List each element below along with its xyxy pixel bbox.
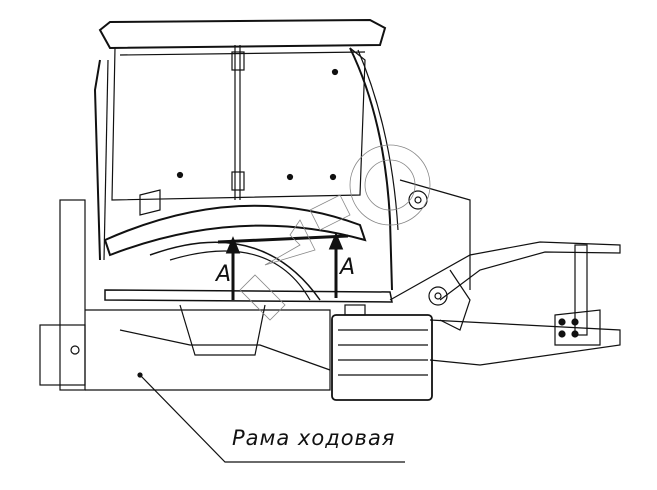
leader-line	[137, 372, 405, 463]
chassis-frame	[39, 179, 621, 391]
section-line-a-a	[217, 232, 349, 300]
fuel-tank	[331, 304, 433, 401]
section-mark-right: A	[340, 255, 356, 280]
cab	[93, 18, 399, 291]
part-caption: Рама ходовая	[232, 426, 396, 450]
watermark-logo	[239, 144, 431, 321]
section-mark-left: A	[216, 262, 232, 287]
fender	[103, 189, 393, 303]
